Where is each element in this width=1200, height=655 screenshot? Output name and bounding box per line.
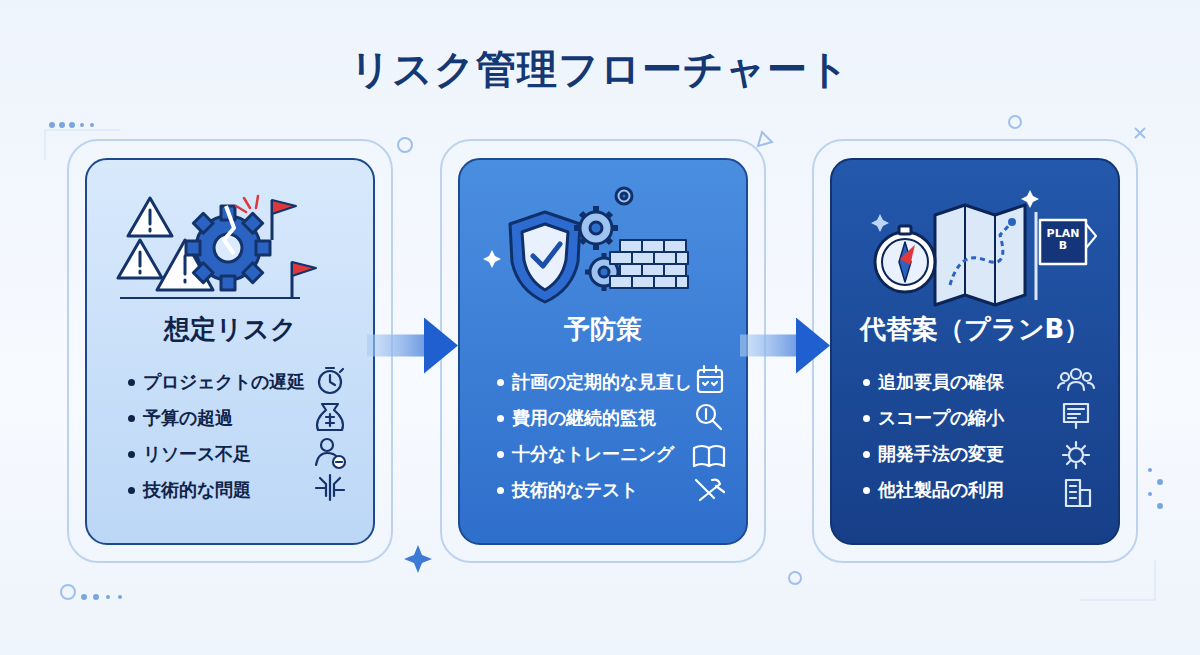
- prevention-illustration: [483, 188, 688, 302]
- list-item: 十分なトレーニング: [512, 442, 722, 466]
- flow-arrow: [740, 335, 796, 357]
- box-heading: 代替案（プランB）: [832, 312, 1118, 347]
- planb-illustration: [871, 190, 1096, 305]
- process-box: 想定リスクプロジェクトの遅延予算の超過リソース不足技術的な問題: [85, 158, 375, 545]
- list-item: 追加要員の確保: [878, 370, 1078, 394]
- list-item: 計画の定期的な見直し: [512, 370, 722, 394]
- item-icon: [1058, 369, 1094, 506]
- diagram-title: リスク管理フローチャート: [0, 42, 1200, 97]
- list-item: リソース不足: [143, 442, 358, 466]
- item-icon: [694, 366, 724, 500]
- flow-arrow: [367, 335, 424, 357]
- list-item: 開発手法の変更: [878, 442, 1078, 466]
- list-item: 他社製品の利用: [878, 478, 1078, 502]
- outer-frame: [68, 140, 1137, 562]
- list-item: 技術的な問題: [143, 478, 358, 502]
- risk-illustration: [118, 196, 316, 298]
- dot-decor: [49, 122, 1163, 600]
- list-item: 予算の超過: [143, 406, 358, 430]
- list-item: プロジェクトの遅延: [143, 370, 358, 394]
- box-heading: 想定リスク: [87, 312, 373, 347]
- process-box: 予防策計画の定期的な見直し費用の継続的監視十分なトレーニング技術的なテスト: [458, 158, 748, 545]
- list-item: 技術的なテスト: [512, 478, 722, 502]
- box-heading: 予防策: [460, 312, 746, 347]
- item-icon: [316, 368, 345, 500]
- list-item: スコープの縮小: [878, 406, 1078, 430]
- list-item: 費用の継続的監視: [512, 406, 722, 430]
- process-box: 代替案（プランB） 追加要員の確保スコープの縮小開発手法の変更他社製品の利用: [830, 158, 1120, 545]
